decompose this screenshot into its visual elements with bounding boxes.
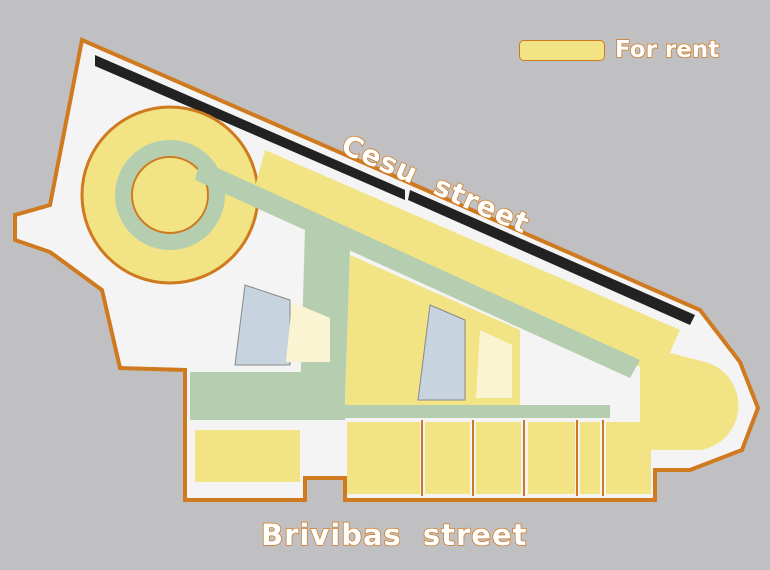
rental-room xyxy=(528,422,575,494)
other-space xyxy=(286,302,330,362)
atrium xyxy=(234,284,291,366)
rental-room xyxy=(606,422,651,494)
atrium xyxy=(417,304,466,401)
wall-shadow xyxy=(408,190,695,325)
rental-room xyxy=(580,422,600,494)
legend: For rent xyxy=(519,36,720,64)
corridor xyxy=(190,372,345,420)
wall-shadow xyxy=(95,55,405,200)
rental-room xyxy=(347,422,420,494)
rental-room xyxy=(195,430,300,482)
corridor xyxy=(195,160,640,378)
rental-room xyxy=(476,422,521,494)
rotunda-inner xyxy=(131,156,209,234)
legend-label: For rent xyxy=(614,36,720,64)
street-label-brivibas: Brivibas street xyxy=(260,517,528,553)
corridor xyxy=(345,405,610,418)
rental-area xyxy=(640,345,739,450)
for-rent-swatch xyxy=(519,39,605,61)
rental-area xyxy=(250,150,680,375)
other-space xyxy=(476,330,512,398)
rental-room xyxy=(425,422,470,494)
